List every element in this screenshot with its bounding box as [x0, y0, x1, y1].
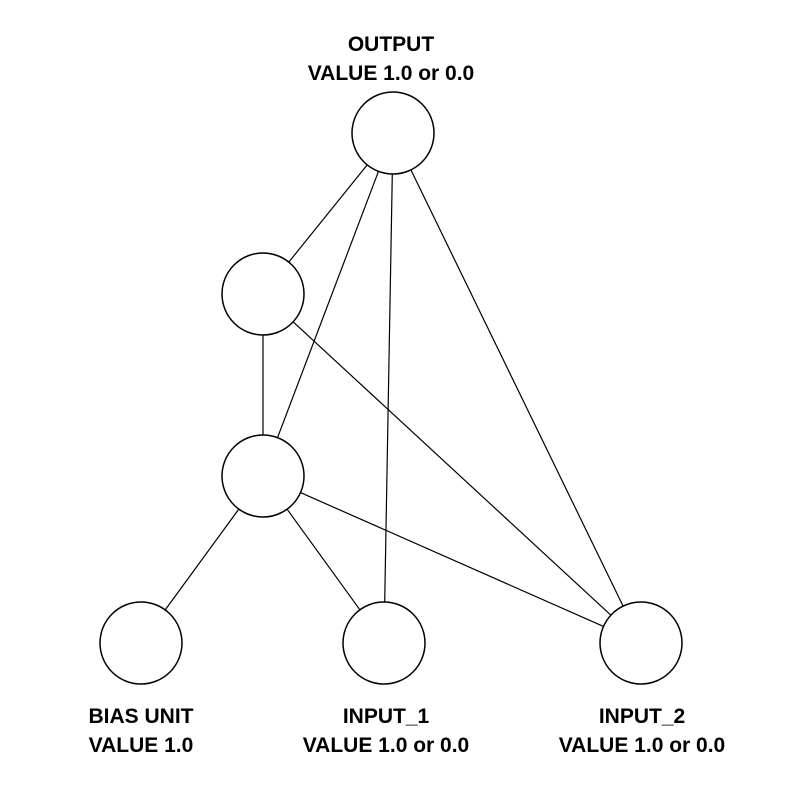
edge-output-to-input-1	[384, 173, 393, 603]
node-output	[351, 91, 435, 175]
node-input-2	[599, 601, 683, 685]
node-hidden-top	[221, 252, 305, 336]
node-hidden-mid	[221, 434, 305, 518]
edge-output-to-hidden-mid	[276, 171, 380, 438]
output-label: OUTPUT VALUE 1.0 or 0.0	[271, 30, 511, 88]
node-bias	[99, 601, 183, 685]
edges-group	[164, 164, 624, 627]
edge-hidden-top-to-input-2	[292, 321, 612, 616]
bias-unit-label: BIAS UNIT VALUE 1.0	[21, 702, 261, 760]
nodes-group	[99, 91, 683, 685]
input-2-name: INPUT_2	[598, 705, 686, 728]
output-name: OUTPUT	[347, 33, 435, 56]
input-1-name: INPUT_1	[342, 705, 430, 728]
edge-output-to-hidden-top	[288, 164, 368, 263]
input-1-value: VALUE 1.0 or 0.0	[302, 734, 470, 757]
edge-hidden-mid-to-input-2	[300, 492, 604, 627]
input-2-value: VALUE 1.0 or 0.0	[558, 734, 726, 757]
edge-output-to-input-2	[410, 169, 624, 607]
output-value: VALUE 1.0 or 0.0	[307, 62, 475, 85]
edge-hidden-mid-to-input-1	[286, 508, 361, 611]
input-1-label: INPUT_1 VALUE 1.0 or 0.0	[266, 702, 506, 760]
input-2-label: INPUT_2 VALUE 1.0 or 0.0	[522, 702, 762, 760]
bias-unit-name: BIAS UNIT	[88, 705, 194, 728]
bias-unit-value: VALUE 1.0	[88, 734, 194, 757]
edge-hidden-mid-to-bias	[164, 508, 240, 611]
node-input-1	[342, 601, 426, 685]
